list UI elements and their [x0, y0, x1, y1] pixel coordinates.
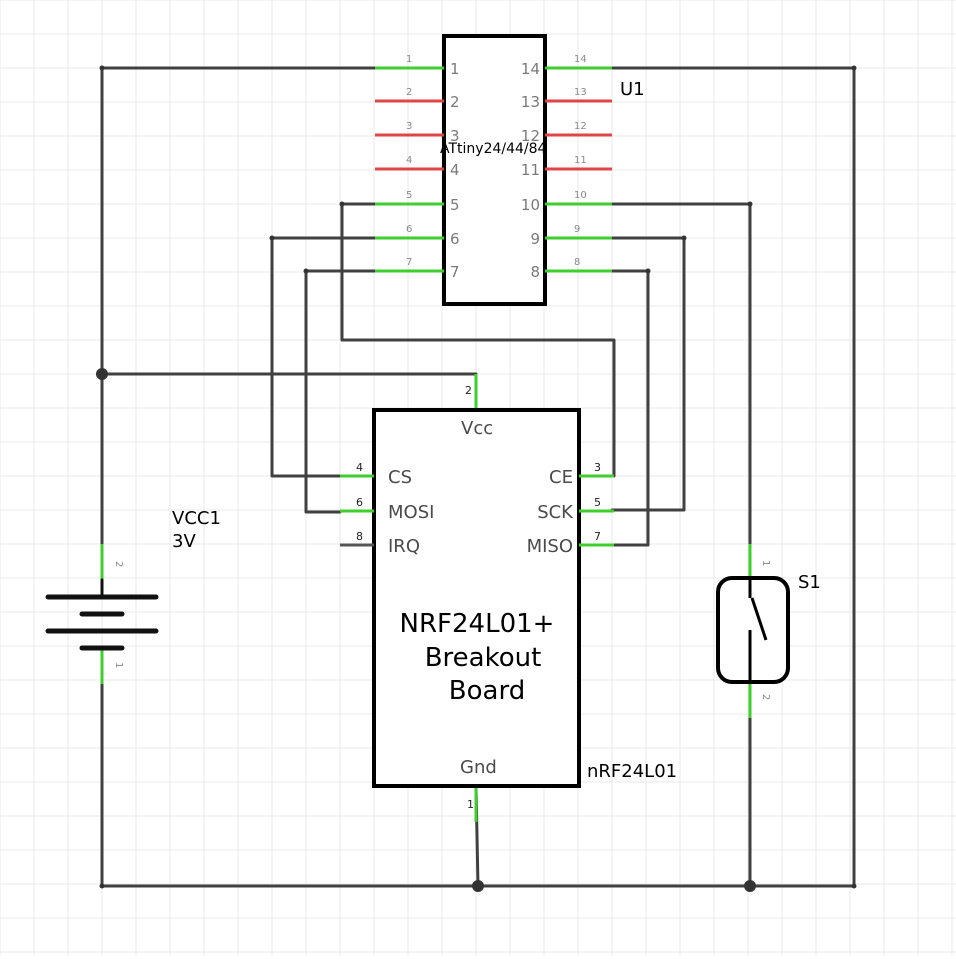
junction-gnd-switch	[744, 880, 756, 892]
u1-pin-14-label: 14	[521, 60, 540, 78]
wire-end	[645, 268, 651, 274]
junctions	[96, 65, 857, 892]
switch-s1[interactable]: 1 2 S1	[716, 544, 821, 718]
junction-gnd-nrf	[472, 880, 484, 892]
wire-end	[269, 235, 275, 241]
u1-pin-1-label: 1	[450, 60, 460, 78]
nrf-title-line-2: Breakout	[425, 643, 542, 673]
u1-pin-8-number: 8	[574, 257, 580, 268]
nrf-pin-ce-label: CE	[549, 467, 573, 488]
nrf-side-pins: 4 CS 6 MOSI 8 IRQ 3 CE 5 SCK 7 MISO	[340, 461, 614, 557]
wire-end	[851, 883, 857, 889]
nrf-body[interactable]	[372, 408, 581, 788]
nrf-pin-mosi-label: MOSI	[388, 502, 434, 523]
wire-end	[339, 201, 345, 207]
nrf-pin-ce-number: 3	[594, 461, 601, 474]
nrf-pin-cs-label: CS	[388, 467, 412, 488]
switch-body[interactable]	[716, 576, 790, 684]
nrf-pin-irq-label: IRQ	[388, 536, 420, 557]
wire-pin10-switch[interactable]	[610, 202, 752, 550]
nrf-title-line-3: Board	[449, 676, 525, 706]
u1-pin-13-label: 13	[521, 93, 540, 111]
nrf-gnd-num: 1	[467, 798, 474, 811]
u1-pin-5-number: 5	[406, 190, 412, 201]
wire-pin6-cs[interactable]	[270, 236, 377, 478]
u1-pin-4-number: 4	[406, 155, 412, 166]
wire-pin8-miso[interactable]	[610, 269, 650, 547]
battery-pin-bottom-num: 1	[113, 662, 124, 668]
u1-pin-7-label: 7	[450, 263, 460, 281]
switch-pin-bottom-num: 2	[760, 694, 771, 700]
nrf-pin-miso-number: 7	[594, 530, 601, 543]
nrf-ref: nRF24L01	[587, 761, 677, 782]
wire-end	[747, 201, 753, 207]
u1-pin-5-label: 5	[450, 196, 460, 214]
switch-ref: S1	[798, 572, 821, 593]
u1-pin-3-number: 3	[406, 121, 412, 132]
battery-value: 3V	[172, 531, 196, 552]
nrf-vcc-label: Vcc	[461, 418, 493, 439]
battery-pin-top-num: 2	[113, 561, 124, 567]
nrf-pin-miso-label: MISO	[527, 536, 573, 557]
nrf-pin-cs-number: 4	[356, 461, 363, 474]
u1-pin-12-label: 12	[521, 127, 540, 145]
u1-pin-6-number: 6	[406, 224, 412, 235]
wire-end	[851, 65, 857, 71]
nrf-pin-mosi-number: 6	[356, 496, 363, 509]
u1-pin-9-label: 9	[530, 230, 540, 248]
ic-u1-body[interactable]	[442, 34, 547, 306]
u1-pin-7-number: 7	[406, 257, 412, 268]
u1-pin-6-label: 6	[450, 230, 460, 248]
ic-u1-part: ATtiny24/44/84	[440, 141, 547, 157]
nrf-title-line-1: NRF24L01+	[400, 609, 555, 639]
battery-vcc1[interactable]: 2 1 VCC1 3V	[45, 508, 221, 684]
nrf-pin-sck-label: SCK	[537, 502, 574, 523]
u1-pin-2-number: 2	[406, 87, 412, 98]
nrf-gnd-label: Gnd	[460, 757, 497, 778]
battery-ref: VCC1	[172, 508, 221, 529]
u1-pin-12-number: 12	[574, 121, 587, 132]
junction-vcc	[96, 368, 108, 380]
u1-pin-10-label: 10	[521, 196, 540, 214]
u1-pin-14-number: 14	[574, 54, 587, 65]
wire-end	[681, 235, 687, 241]
ic-u1-ref: U1	[620, 79, 645, 100]
nrf-pin-irq-number: 8	[356, 530, 363, 543]
wire-pin7-mosi[interactable]	[304, 269, 377, 514]
nrf-pin-sck-number: 5	[594, 496, 601, 509]
wire-vcc-nrf[interactable]	[100, 372, 478, 412]
u1-pin-4-label: 4	[450, 161, 460, 179]
wire-end	[303, 268, 309, 274]
u1-pin-10-number: 10	[574, 190, 587, 201]
switch-lever	[750, 597, 768, 641]
u1-pin-2-label: 2	[450, 93, 460, 111]
wire-end	[99, 883, 105, 889]
u1-pin-1-number: 1	[406, 54, 412, 65]
u1-pin-9-number: 9	[574, 224, 580, 235]
u1-pin-11-label: 11	[521, 161, 540, 179]
u1-pin-8-label: 8	[530, 263, 540, 281]
switch-pin-top-num: 1	[760, 560, 771, 566]
module-nrf24l01[interactable]: 2 1 Vcc Gnd 4 CS 6 MOSI 8 IRQ 3 CE 5 SCK 7 MISO NRF…	[340, 374, 677, 822]
u1-pin-11-number: 11	[574, 155, 587, 166]
nrf-vcc-num: 2	[465, 384, 472, 397]
wire-end	[99, 65, 105, 71]
u1-pin-13-number: 13	[574, 87, 587, 98]
u1-pin-3-label: 3	[450, 127, 460, 145]
